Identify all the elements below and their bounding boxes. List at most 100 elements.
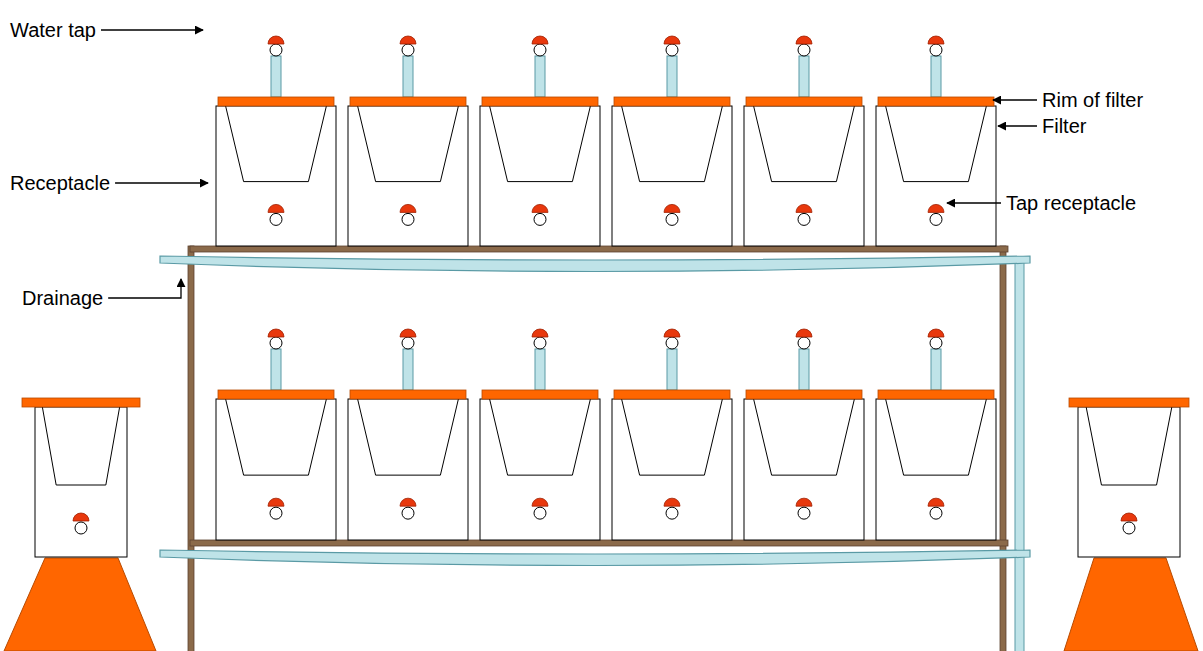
filter-unit [216, 36, 336, 246]
tap-handle [268, 204, 284, 212]
filter-rim [614, 97, 730, 106]
tap-handle [796, 36, 812, 44]
filter-cone [490, 106, 591, 182]
filter-unit [876, 329, 996, 540]
filter-cone [754, 399, 855, 475]
tap-body [930, 337, 942, 349]
filter-unit [744, 329, 864, 540]
tap-handle [796, 204, 812, 212]
stand-base [4, 558, 156, 651]
tap-body [402, 44, 414, 56]
filter-unit [22, 398, 140, 557]
leader-arrow [115, 182, 208, 183]
receptacle-box [744, 399, 864, 540]
tap-handle [268, 329, 284, 337]
filter-cone [490, 399, 591, 475]
tap-handle [73, 513, 89, 521]
receptacle-box [348, 399, 468, 540]
leader-arrow [993, 99, 1037, 100]
tap-body [798, 213, 810, 225]
tap-handle [928, 36, 944, 44]
tap-body [534, 44, 546, 56]
filter-cone [42, 407, 119, 485]
tap-body [534, 507, 546, 519]
tap-body [798, 507, 810, 519]
receptacle-box [612, 106, 732, 246]
filter-cone [1086, 407, 1172, 485]
tap-handle [796, 329, 812, 337]
tap-body [666, 337, 678, 349]
tap-stem [535, 349, 545, 390]
receptacle-box [35, 407, 127, 557]
tap-handle [400, 36, 416, 44]
shelf-board [190, 246, 1008, 252]
tap-stem [931, 56, 941, 97]
tap-body [666, 507, 678, 519]
tap-body [798, 337, 810, 349]
filter-rim [22, 398, 140, 407]
tap-handle [532, 498, 548, 506]
tap-body [402, 337, 414, 349]
tap-handle [928, 204, 944, 212]
filter-cone [226, 106, 327, 182]
receptacle-box [480, 399, 600, 540]
tap-handle [664, 204, 680, 212]
filter-rim [350, 97, 466, 106]
part-label: Receptacle [10, 172, 110, 195]
filter-unit [348, 36, 468, 246]
receptacle-box [1078, 407, 1180, 557]
tap-handle [400, 204, 416, 212]
part-label: Drainage [22, 287, 103, 310]
filter-rim [878, 390, 994, 399]
tap-body [270, 213, 282, 225]
tap-stem [931, 349, 941, 390]
tap-handle [532, 204, 548, 212]
tap-handle [400, 498, 416, 506]
part-label: Water tap [10, 19, 96, 42]
filter-unit [348, 329, 468, 540]
receptacle-box [348, 106, 468, 246]
filter-unit [480, 36, 600, 246]
filter-rim [218, 390, 334, 399]
tap-body [930, 507, 942, 519]
tap-handle [1121, 513, 1137, 521]
tap-handle [928, 329, 944, 337]
tap-handle [268, 498, 284, 506]
leader-arrow [947, 202, 1001, 203]
tap-handle [532, 36, 548, 44]
tap-stem [799, 56, 809, 97]
receptacle-box [480, 106, 600, 246]
filter-rim [878, 97, 994, 106]
filter-cone [622, 106, 723, 182]
tap-body [270, 44, 282, 56]
filter-cone [226, 399, 327, 475]
tap-body [666, 213, 678, 225]
leader-arrow [108, 279, 181, 298]
tap-handle [400, 329, 416, 337]
filter-rim [482, 97, 598, 106]
tap-handle [532, 329, 548, 337]
shelf-board [190, 540, 1008, 546]
filter-unit [612, 329, 732, 540]
filter-rim [350, 390, 466, 399]
filter-unit [612, 36, 732, 246]
filter-unit [480, 329, 600, 540]
tap-body [798, 44, 810, 56]
tap-body [534, 213, 546, 225]
tap-handle [664, 329, 680, 337]
drainage-pipe [1015, 262, 1024, 651]
tap-handle [664, 36, 680, 44]
part-label: Rim of filter [1042, 89, 1143, 112]
receptacle-box [612, 399, 732, 540]
filter-rim [218, 97, 334, 106]
filter-cone [358, 399, 459, 475]
tap-stem [271, 56, 281, 97]
receptacle-box [876, 399, 996, 540]
tap-handle [268, 36, 284, 44]
tap-handle [928, 498, 944, 506]
filter-unit [744, 36, 864, 246]
tap-stem [403, 56, 413, 97]
tap-body [666, 44, 678, 56]
tap-stem [271, 349, 281, 390]
